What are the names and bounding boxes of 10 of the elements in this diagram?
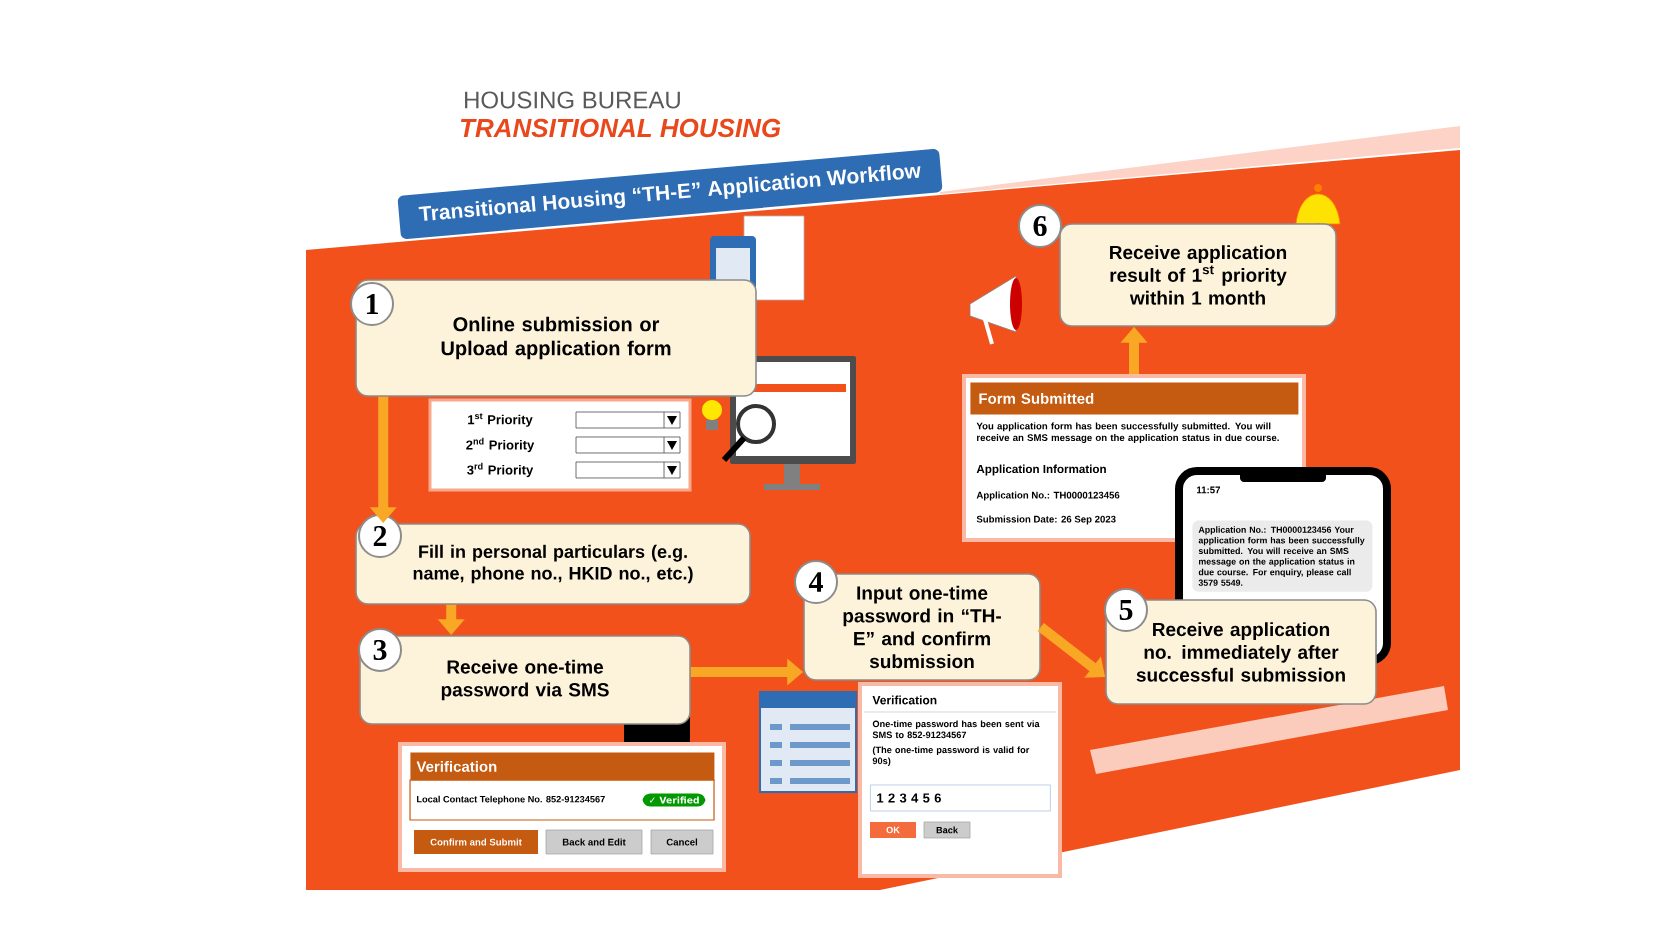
bureau-name: HOUSING BUREAU xyxy=(465,91,680,109)
title-banner: Transitional Housing “TH-E” Application Workflow xyxy=(397,149,943,239)
step-number: 1 xyxy=(350,282,394,326)
step-number: 4 xyxy=(794,560,838,604)
step-box: Receive application result of 1$^{st}$ priority within 1 month xyxy=(1059,223,1337,327)
step-number: 3 xyxy=(358,628,402,672)
step-number: 2 xyxy=(358,514,402,558)
programme-name: TRANSITIONAL HOUSING xyxy=(460,118,781,138)
step-number: 5 xyxy=(1104,588,1148,632)
step-number: 6 xyxy=(1018,204,1062,248)
